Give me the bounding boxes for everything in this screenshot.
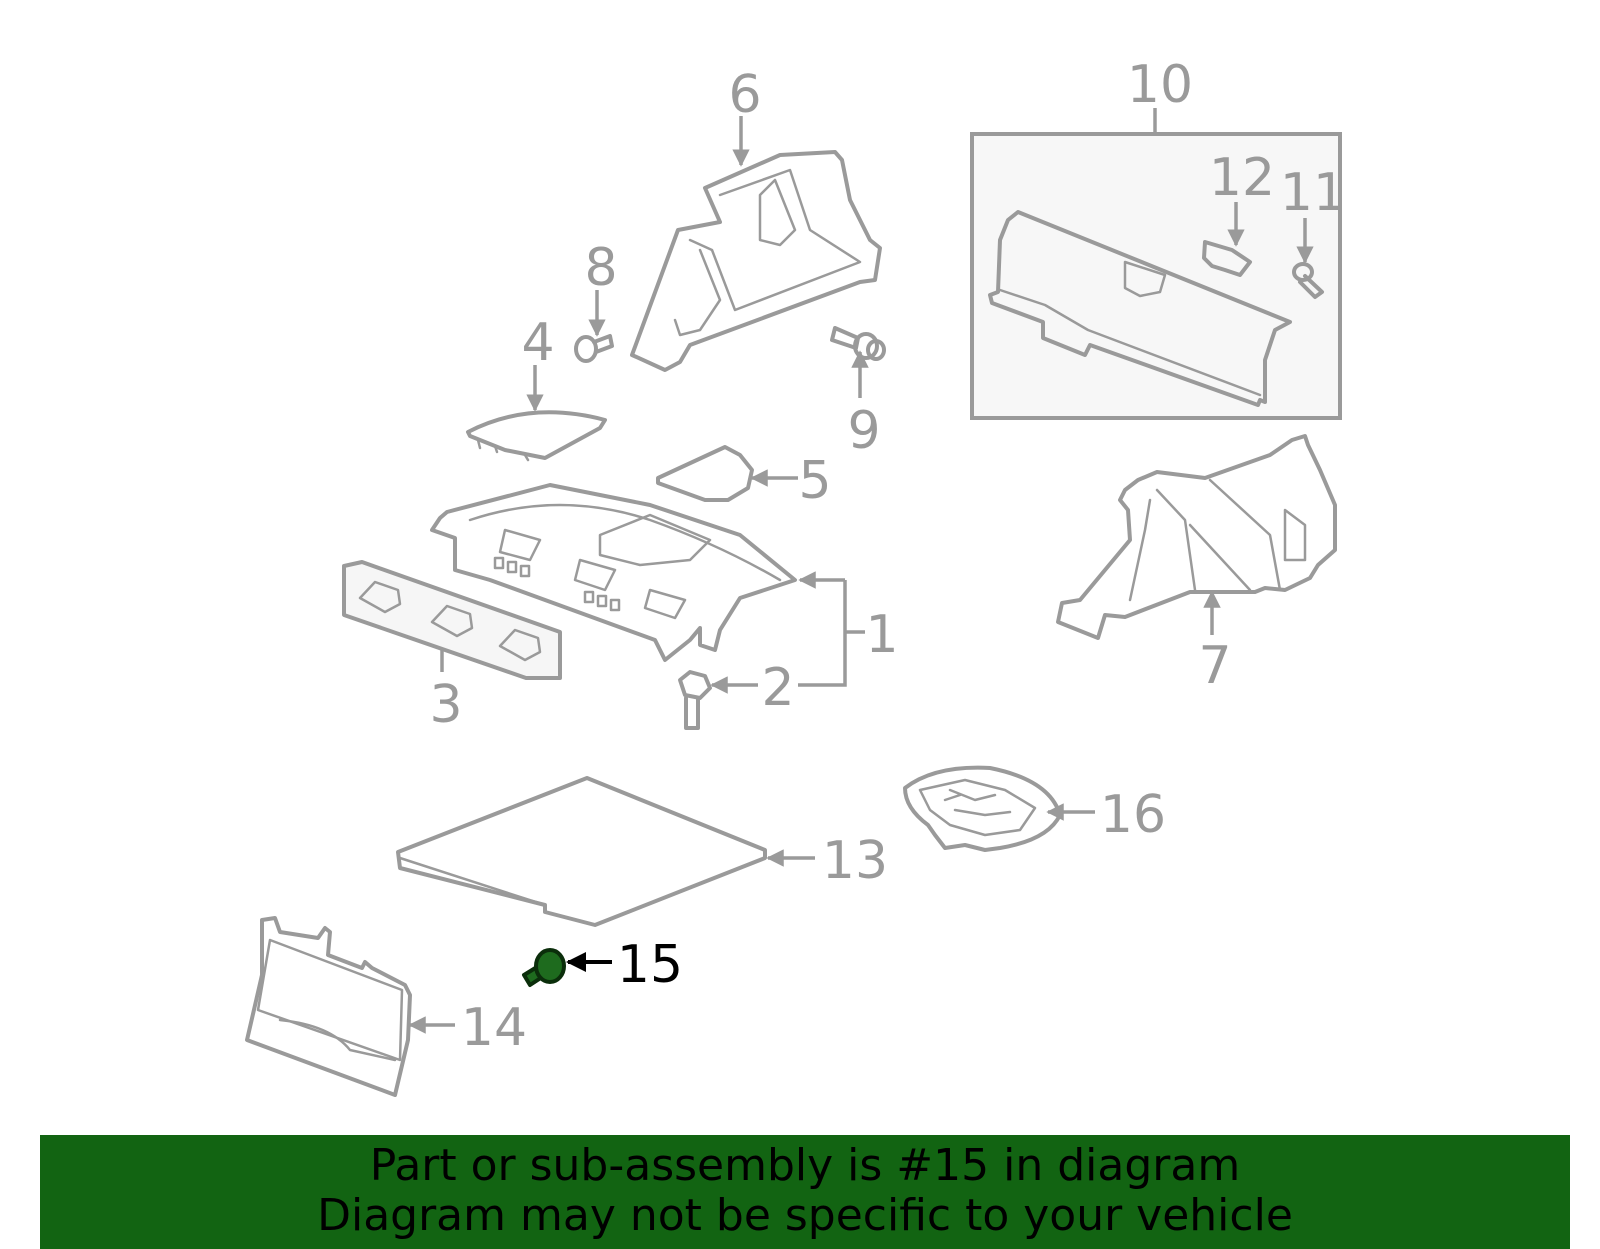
banner-line-1: Part or sub-assembly is #15 in diagram: [369, 1140, 1241, 1191]
callout-1: 1: [865, 605, 898, 665]
part-13-floor-cover[interactable]: [396, 776, 767, 927]
callout-13: 13: [822, 831, 888, 891]
part-16-tray[interactable]: [903, 765, 1062, 852]
part-2-bolt[interactable]: [678, 670, 712, 730]
callout-12: 12: [1209, 148, 1275, 208]
callout-16: 16: [1100, 785, 1166, 845]
callout-8: 8: [584, 238, 617, 298]
leader-lines: [408, 108, 1314, 1034]
callout-9: 9: [847, 401, 880, 461]
callout-14: 14: [461, 998, 527, 1058]
part-6-quarter-trim[interactable]: [630, 150, 882, 372]
part-12-clip[interactable]: [1202, 240, 1252, 277]
part-7-quarter-trim[interactable]: [1056, 434, 1337, 640]
part-1-rear-shelf[interactable]: [430, 483, 797, 662]
part-8-clip[interactable]: [574, 334, 614, 363]
callout-10: 10: [1127, 55, 1193, 115]
callout-11: 11: [1280, 163, 1346, 223]
callout-3: 3: [429, 675, 462, 735]
callout-5: 5: [798, 451, 831, 511]
callout-2: 2: [761, 658, 794, 718]
part-5-cover[interactable]: [656, 445, 754, 502]
callout-4: 4: [521, 313, 554, 373]
part-3-panel[interactable]: [342, 560, 562, 680]
callout-15-highlighted: 15: [617, 935, 683, 995]
part-15-screw-highlighted[interactable]: [522, 948, 566, 987]
info-banner: Part or sub-assembly is #15 in diagram D…: [40, 1135, 1570, 1249]
callout-7: 7: [1198, 636, 1231, 696]
callout-6: 6: [728, 65, 761, 125]
part-14-side-trim[interactable]: [245, 916, 412, 1097]
banner-line-2: Diagram may not be specific to your vehi…: [317, 1190, 1293, 1241]
part-11-clip[interactable]: [1292, 262, 1324, 299]
part-4-cover[interactable]: [466, 410, 607, 462]
part-9-pin[interactable]: [830, 326, 886, 361]
